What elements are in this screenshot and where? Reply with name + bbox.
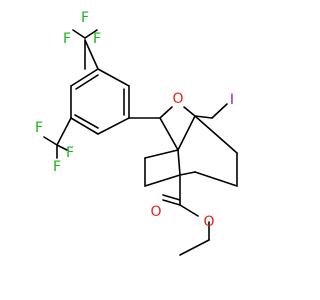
bond	[183, 106, 196, 117]
bond	[56, 144, 68, 151]
bond	[194, 115, 213, 119]
bond	[179, 239, 210, 256]
bond	[177, 149, 181, 176]
fluorine-label: F	[81, 10, 89, 26]
bond-lines	[43, 29, 238, 256]
bond	[75, 74, 99, 90]
molecule-structure-diagram: F F F F F F O I O O	[35, 10, 238, 256]
bond	[144, 174, 181, 187]
bond	[97, 68, 130, 87]
bond	[159, 106, 173, 119]
bond	[144, 149, 179, 159]
bond	[162, 199, 181, 206]
bond	[194, 171, 238, 187]
bond	[97, 117, 130, 135]
fluorine-label: F	[93, 31, 101, 47]
iodine-label: I	[230, 92, 234, 108]
fluorine-label: F	[35, 120, 43, 136]
fluorine-label: F	[63, 31, 71, 47]
bond	[179, 171, 196, 176]
bond	[84, 29, 98, 39]
bond	[194, 115, 238, 154]
bond	[211, 103, 228, 119]
bond	[74, 114, 99, 129]
oxygen-label: O	[150, 204, 161, 220]
bond	[70, 117, 99, 135]
bond	[177, 115, 196, 151]
bond	[179, 204, 199, 217]
bond	[162, 194, 181, 201]
bond	[70, 68, 99, 87]
bond	[159, 117, 179, 151]
atom-labels: F F F F F F O I O O	[35, 10, 234, 230]
bond	[72, 29, 86, 39]
bond	[84, 39, 99, 70]
fluorine-label: F	[53, 159, 61, 175]
bond	[43, 136, 58, 146]
oxygen-label: O	[203, 214, 214, 230]
fluorine-label: F	[66, 145, 74, 161]
bond	[56, 117, 72, 146]
oxygen-label: O	[172, 91, 183, 107]
